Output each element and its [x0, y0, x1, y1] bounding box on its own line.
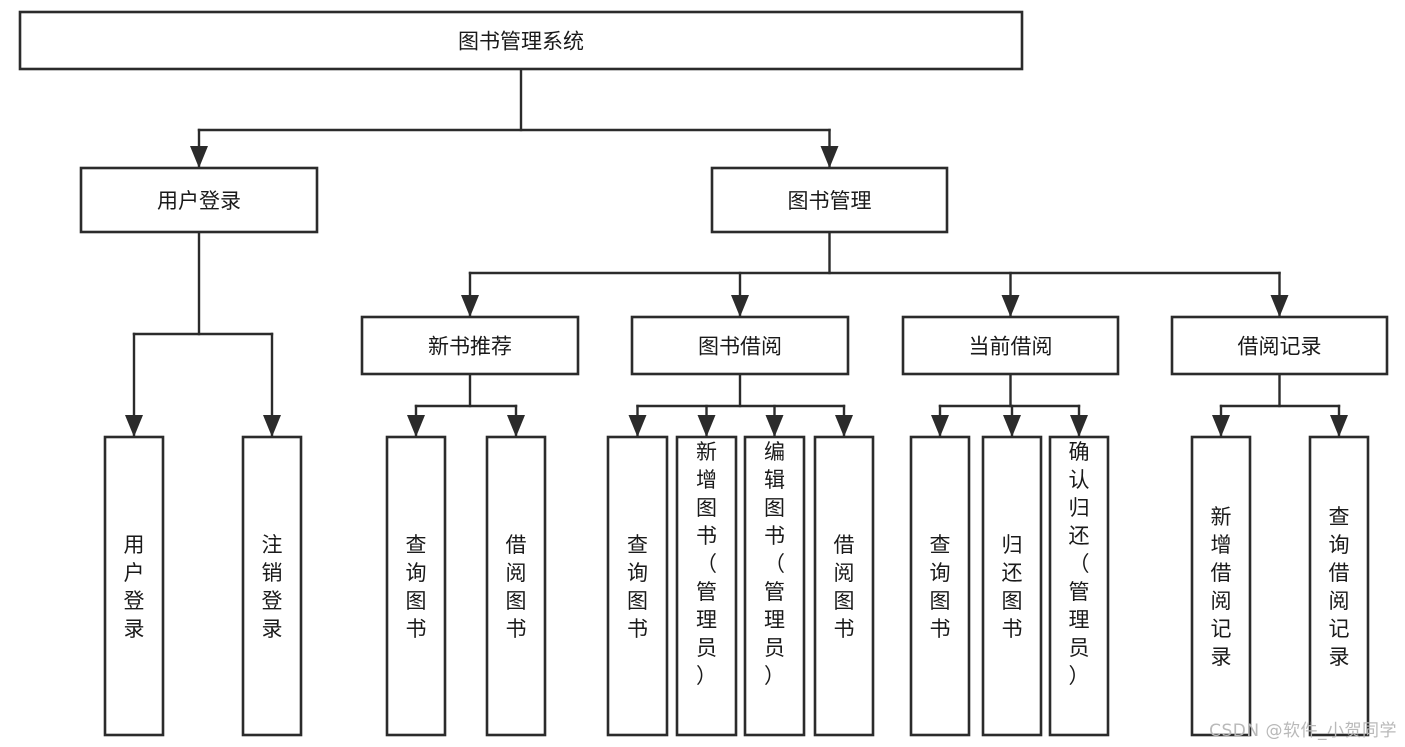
arrow-head-icon — [407, 415, 425, 437]
node-label-leaf-borrow-book-2: 借阅图书 — [834, 533, 855, 641]
node-box-borrow-record — [1170, 315, 1389, 376]
node-box-leaf-query-record — [1308, 435, 1370, 737]
arrow-head-icon — [1001, 295, 1020, 317]
connector-layer — [125, 67, 1348, 438]
node-box-leaf-add-book — [675, 435, 738, 737]
node-label-book-manage: 图书管理 — [788, 189, 872, 213]
arrow-head-icon — [765, 415, 784, 437]
arrow-head-icon — [461, 295, 479, 317]
node-box-leaf-add-record — [1190, 435, 1252, 737]
node-leaf-query-book-2[interactable]: 查询图书 — [606, 435, 669, 737]
node-leaf-query-book-3[interactable]: 查询图书 — [909, 435, 971, 737]
node-label-leaf-edit-book: 编辑图书（管理员） — [764, 440, 785, 688]
node-leaf-query-book-1[interactable]: 查询图书 — [385, 435, 447, 737]
node-leaf-borrow-book-1[interactable]: 借阅图书 — [485, 435, 547, 737]
node-label-leaf-return-book: 归还图书 — [1002, 533, 1023, 641]
node-box-leaf-borrow-book-1 — [485, 435, 547, 737]
node-box-book-borrow — [630, 315, 850, 376]
node-box-current-borrow — [901, 315, 1120, 376]
node-leaf-query-record[interactable]: 查询借阅记录 — [1308, 435, 1370, 737]
node-label-leaf-user-logout: 注销登录 — [262, 533, 283, 641]
node-label-leaf-confirm-return: 确认归还（管理员） — [1069, 440, 1090, 688]
node-label-user-login: 用户登录 — [157, 189, 241, 213]
node-label-leaf-user-login: 用户登录 — [124, 533, 145, 641]
node-box-leaf-borrow-book-2 — [813, 435, 875, 737]
arrow-head-icon — [507, 415, 525, 437]
node-current-borrow[interactable]: 当前借阅 — [901, 315, 1120, 376]
node-leaf-user-login[interactable]: 用户登录 — [103, 435, 165, 737]
arrow-head-icon — [125, 415, 143, 437]
node-box-root — [18, 10, 1024, 71]
node-borrow-record[interactable]: 借阅记录 — [1170, 315, 1389, 376]
arrow-head-icon — [1212, 415, 1230, 437]
node-box-leaf-user-login — [103, 435, 165, 737]
arrow-head-icon — [1330, 415, 1348, 437]
node-label-borrow-record: 借阅记录 — [1238, 335, 1322, 359]
arrow-head-icon — [1270, 295, 1289, 317]
node-box-leaf-edit-book — [743, 435, 806, 737]
node-label-leaf-add-record: 新增借阅记录 — [1211, 505, 1232, 669]
arrow-head-icon — [1070, 415, 1088, 437]
arrow-head-icon — [697, 415, 716, 437]
node-label-root: 图书管理系统 — [458, 30, 584, 54]
node-leaf-add-record[interactable]: 新增借阅记录 — [1190, 435, 1252, 737]
arrow-head-icon — [628, 415, 647, 437]
node-box-leaf-user-logout — [241, 435, 303, 737]
node-label-leaf-query-book-2: 查询图书 — [627, 533, 648, 641]
arrow-head-icon — [835, 415, 853, 437]
node-box-new-book-recommend — [360, 315, 580, 376]
node-label-leaf-query-record: 查询借阅记录 — [1329, 505, 1350, 669]
node-leaf-edit-book[interactable]: 编辑图书（管理员） — [743, 435, 806, 737]
arrow-head-icon — [263, 415, 281, 437]
arrow-head-icon — [1003, 415, 1021, 437]
node-book-borrow[interactable]: 图书借阅 — [630, 315, 850, 376]
node-book-manage[interactable]: 图书管理 — [710, 166, 949, 234]
arrow-head-icon — [820, 146, 839, 168]
node-layer: 图书管理系统用户登录图书管理新书推荐图书借阅当前借阅借阅记录用户登录注销登录查询… — [18, 10, 1389, 737]
node-label-leaf-borrow-book-1: 借阅图书 — [506, 533, 527, 641]
node-leaf-borrow-book-2[interactable]: 借阅图书 — [813, 435, 875, 737]
arrow-head-icon — [190, 146, 208, 168]
node-leaf-user-logout[interactable]: 注销登录 — [241, 435, 303, 737]
node-box-leaf-return-book — [981, 435, 1043, 737]
node-label-leaf-query-book-3: 查询图书 — [930, 533, 951, 641]
node-box-leaf-query-book-1 — [385, 435, 447, 737]
node-leaf-add-book[interactable]: 新增图书（管理员） — [675, 435, 738, 737]
node-label-current-borrow: 当前借阅 — [969, 335, 1053, 359]
node-label-leaf-add-book: 新增图书（管理员） — [696, 440, 717, 688]
node-box-leaf-query-book-2 — [606, 435, 669, 737]
node-label-book-borrow: 图书借阅 — [698, 335, 782, 359]
arrow-head-icon — [931, 415, 949, 437]
node-label-new-book-recommend: 新书推荐 — [428, 335, 512, 359]
node-new-book-recommend[interactable]: 新书推荐 — [360, 315, 580, 376]
node-leaf-confirm-return[interactable]: 确认归还（管理员） — [1048, 435, 1110, 737]
node-root[interactable]: 图书管理系统 — [18, 10, 1024, 71]
node-box-leaf-query-book-3 — [909, 435, 971, 737]
node-box-user-login — [79, 166, 319, 234]
node-label-leaf-query-book-1: 查询图书 — [406, 533, 427, 641]
node-box-leaf-confirm-return — [1048, 435, 1110, 737]
node-box-book-manage — [710, 166, 949, 234]
node-user-login[interactable]: 用户登录 — [79, 166, 319, 234]
node-leaf-return-book[interactable]: 归还图书 — [981, 435, 1043, 737]
arrow-head-icon — [731, 295, 749, 317]
